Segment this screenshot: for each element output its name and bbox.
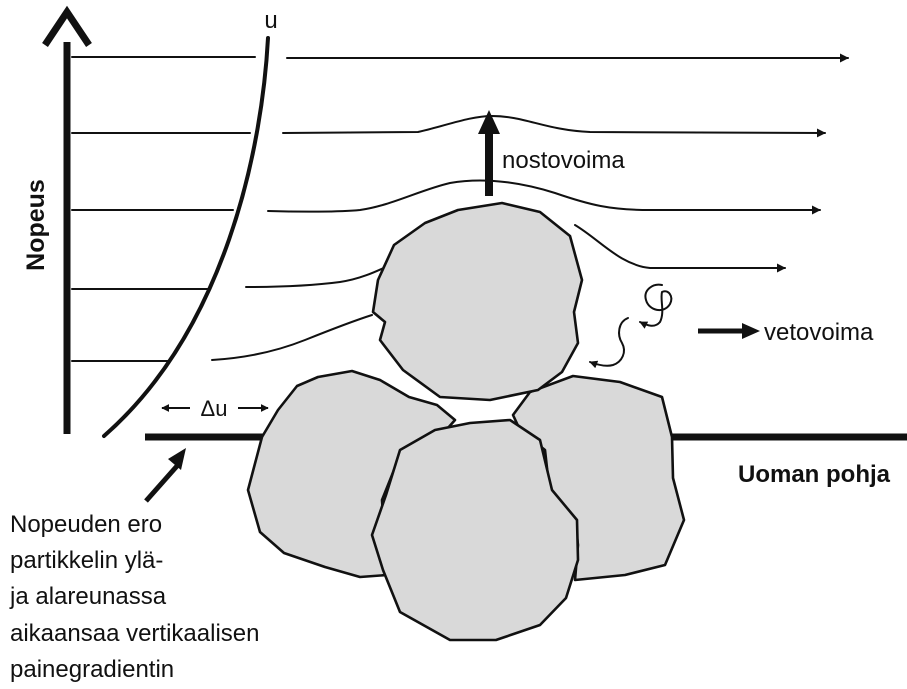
note-line-2: partikkelin ylä- (10, 547, 163, 574)
note-line-1: Nopeuden ero (10, 511, 162, 538)
note-line-5: painegradientin (10, 656, 174, 683)
axis-label: Nopeus (22, 179, 50, 271)
bed-label: Uoman pohja (738, 461, 891, 488)
pointer-arrow (146, 448, 186, 501)
lift-label: nostovoima (502, 147, 625, 174)
note-line-4: aikaansaa vertikaalisen (10, 620, 259, 647)
pressure-gradient-note: Nopeuden ero partikkelin ylä- ja alareun… (9, 511, 259, 683)
streamline-3 (268, 180, 820, 211)
drag-arrow (698, 323, 760, 339)
streamlines-left (72, 57, 255, 361)
velocity-axis (45, 12, 89, 434)
streamline-5 (212, 315, 372, 360)
delta-u-label: Δu (201, 396, 228, 421)
wake-eddies-icon (590, 285, 671, 366)
top-particle (373, 203, 582, 400)
streamline-2 (283, 116, 825, 133)
note-line-3: ja alareunassa (9, 583, 167, 610)
lift-arrow (478, 110, 500, 196)
velocity-profile-curve (104, 38, 268, 436)
velocity-label: u (264, 7, 277, 34)
drag-label: vetovoima (764, 319, 874, 346)
